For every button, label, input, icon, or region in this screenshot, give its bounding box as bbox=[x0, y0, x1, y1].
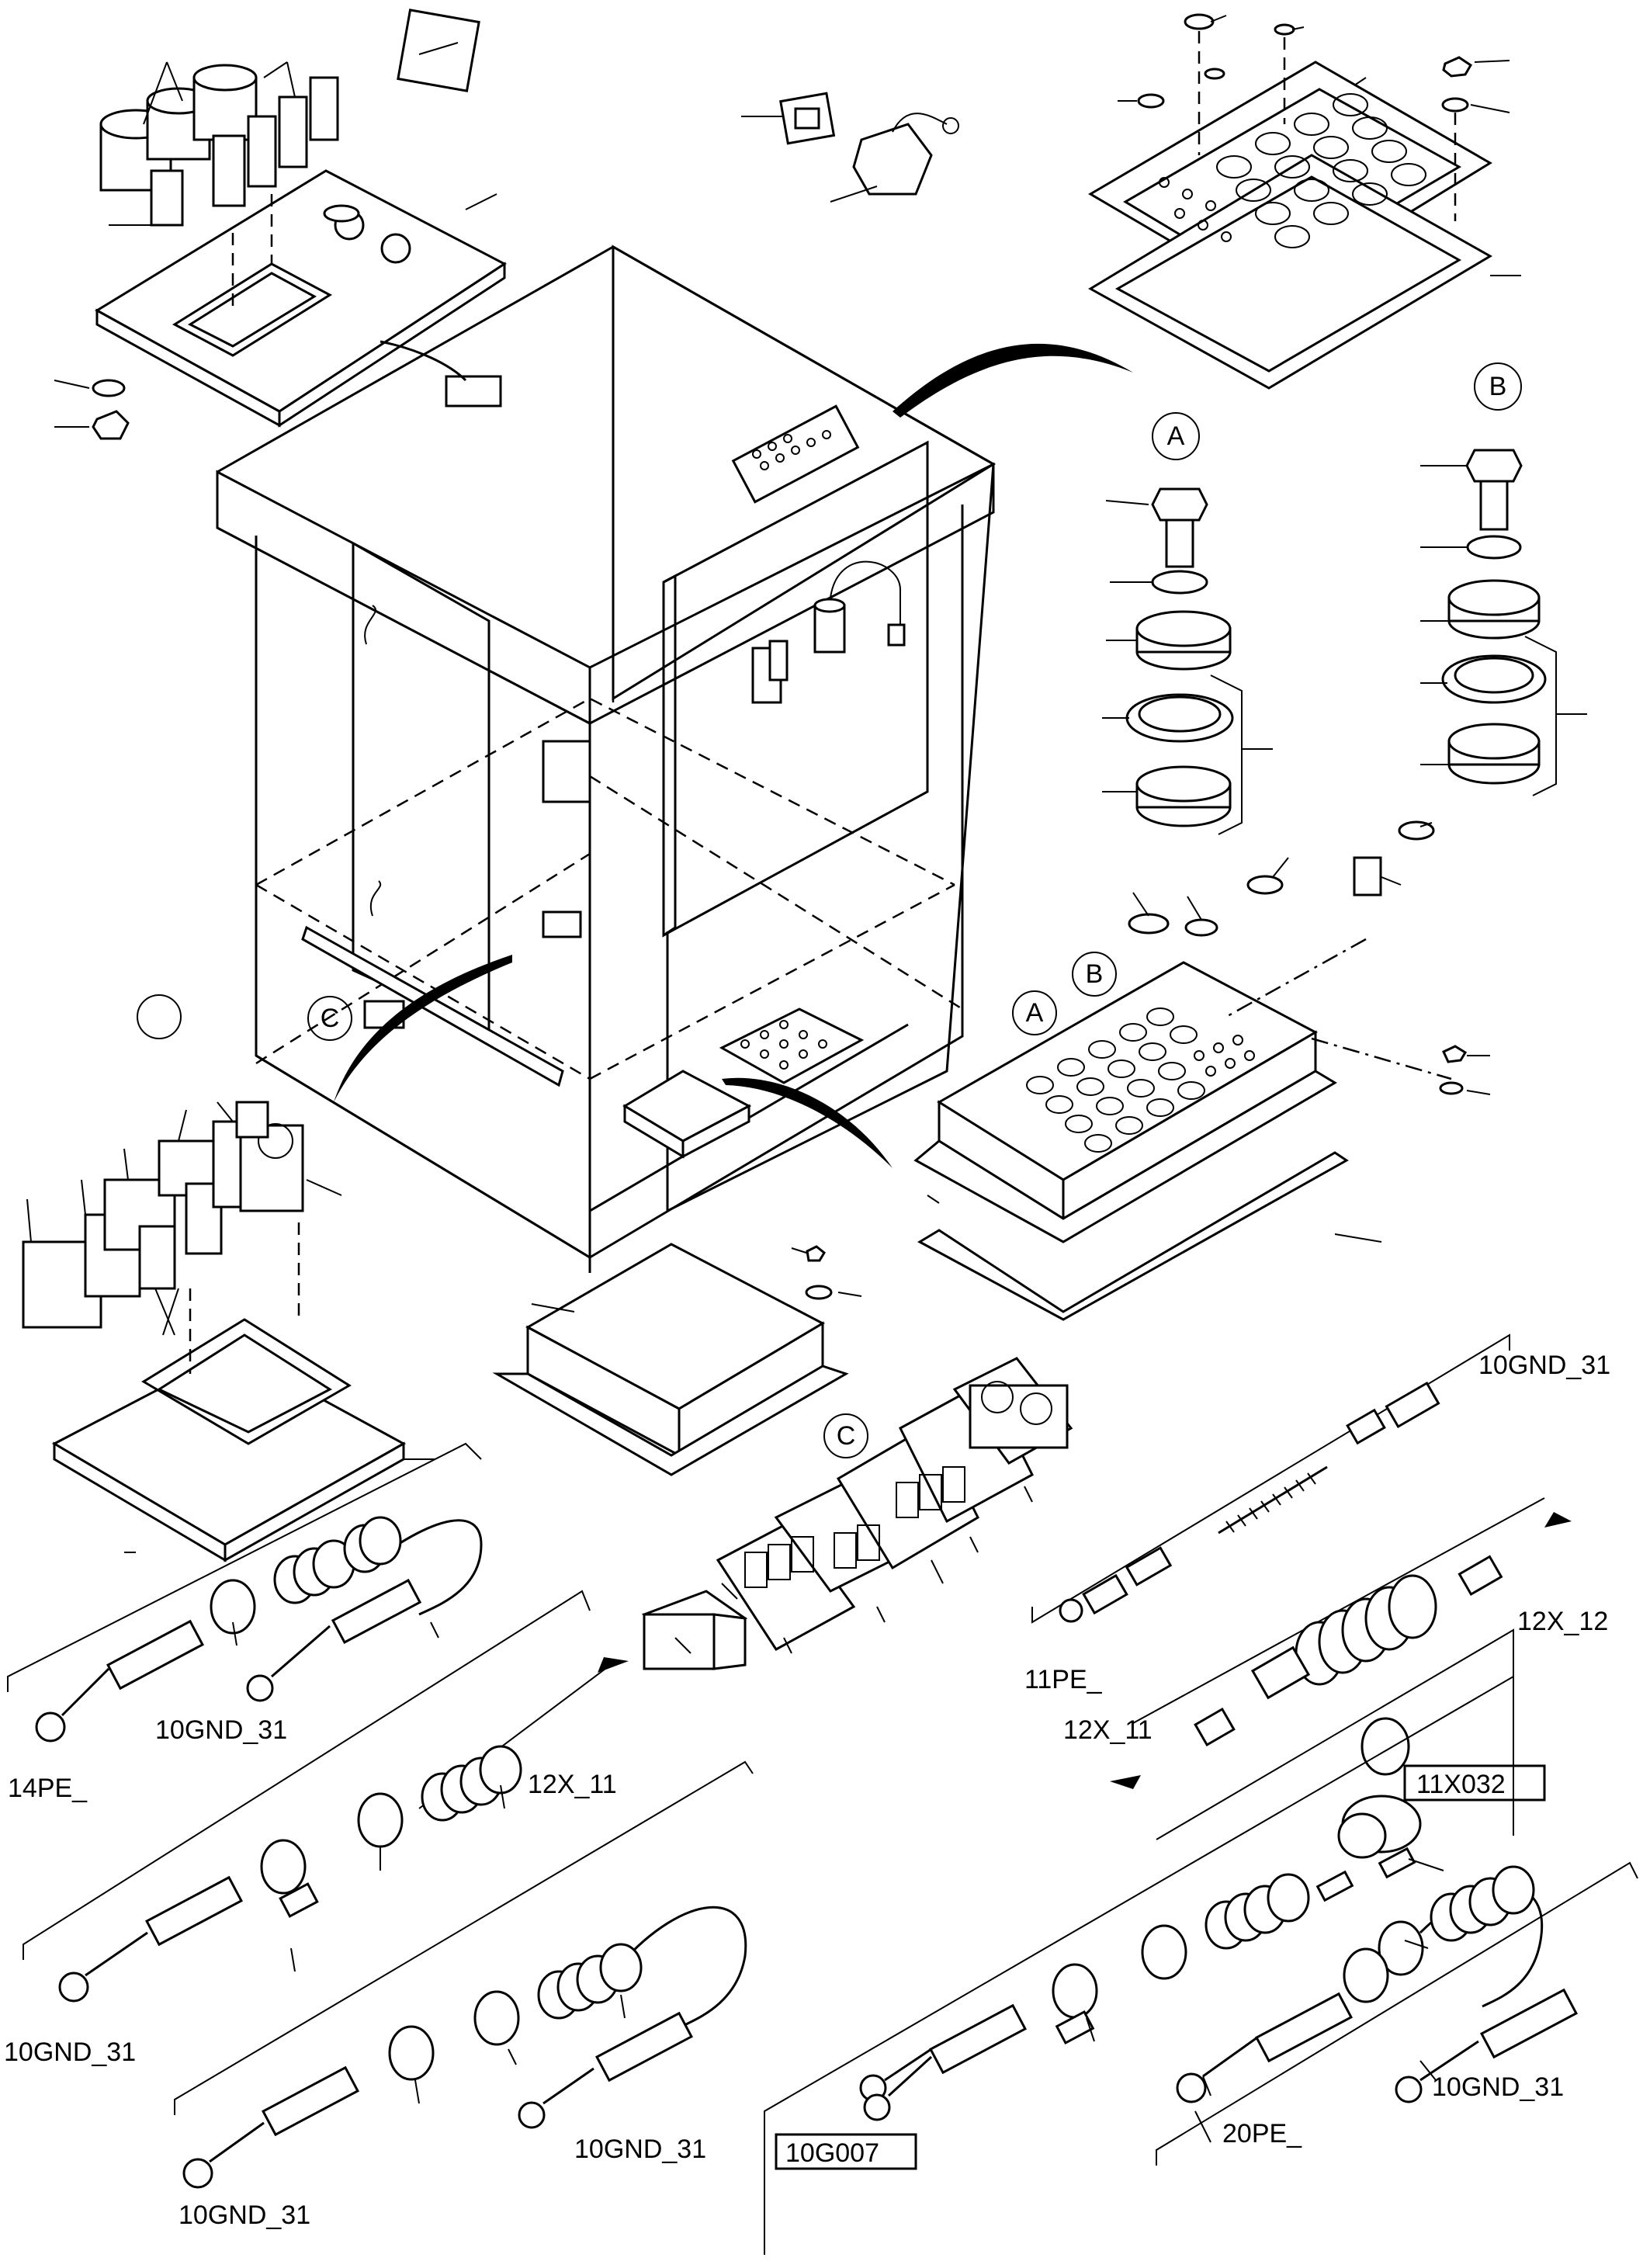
gland-plate-top bbox=[1088, 13, 1492, 390]
label-12x-11-mid: 12X_11 bbox=[528, 1770, 617, 1799]
callout-a-plate: A bbox=[1026, 998, 1044, 1028]
label-10gnd-31-bottom-right: 10GND_31 bbox=[1432, 2072, 1564, 2102]
leader-lines bbox=[26, 15, 1521, 2143]
label-12x-12: 12X_12 bbox=[1517, 1607, 1608, 1636]
label-20pe: 20PE_ bbox=[1222, 2119, 1302, 2148]
label-14pe: 14PE_ bbox=[8, 1774, 88, 1803]
terminal-block-assembly: C bbox=[137, 994, 1073, 1670]
relay-blocks bbox=[99, 64, 339, 227]
relay-blocks-lower bbox=[22, 1101, 304, 1329]
label-10gnd-31-left: 10GND_31 bbox=[155, 1715, 287, 1745]
switch-assembly bbox=[779, 92, 959, 196]
detail-a-stack: A bbox=[1125, 412, 1273, 835]
cabinet bbox=[216, 244, 1133, 1273]
cable-12x-11-mid: 12X_11 10GND_31 bbox=[4, 1590, 629, 2067]
label-10gnd-31-top: 10GND_31 bbox=[1478, 1351, 1610, 1380]
callout-c: C bbox=[321, 1004, 340, 1033]
cable-12x: 12X_12 12X_11 bbox=[1063, 1497, 1608, 1789]
label-11x032: 11X032 bbox=[1416, 1770, 1506, 1799]
label-10gnd-31-bottom-mid: 10GND_31 bbox=[574, 2134, 706, 2164]
cable-bottom-right: 20PE_ 10GND_31 bbox=[1156, 1861, 1638, 2166]
relay-base-lower bbox=[22, 1101, 407, 1562]
cable-upper-right: 10GND_31 11PE_ bbox=[1024, 1333, 1610, 1694]
callout-c-terminals: C bbox=[837, 1421, 856, 1451]
label-10gnd-31-lower-left: 10GND_31 bbox=[4, 2037, 136, 2067]
label-10g007: 10G007 bbox=[785, 2138, 879, 2168]
connector-11x032: 11X032 bbox=[1156, 1628, 1546, 1859]
cable-10g007: 10G007 bbox=[764, 1676, 1514, 2255]
callout-c-cabinet: C bbox=[307, 996, 352, 1041]
relay-mount-plate bbox=[92, 9, 507, 440]
label-10gnd-31-bottom-left: 10GND_31 bbox=[179, 2200, 310, 2230]
detail-b-stack: B bbox=[1441, 362, 1587, 796]
callout-b: B bbox=[1489, 372, 1507, 401]
callout-b-plate: B bbox=[1086, 959, 1104, 989]
cable-left-upper: 14PE_ 10GND_31 bbox=[7, 1442, 483, 1803]
gland-plate-lower: A B bbox=[913, 820, 1468, 1321]
cover-box bbox=[492, 1243, 849, 1476]
callout-a: A bbox=[1167, 421, 1185, 451]
cable-bottom-left: 10GND_31 10GND_31 bbox=[174, 1760, 754, 2230]
label-12x-11-right: 12X_11 bbox=[1063, 1715, 1153, 1745]
label-11pe: 11PE_ bbox=[1024, 1665, 1103, 1694]
